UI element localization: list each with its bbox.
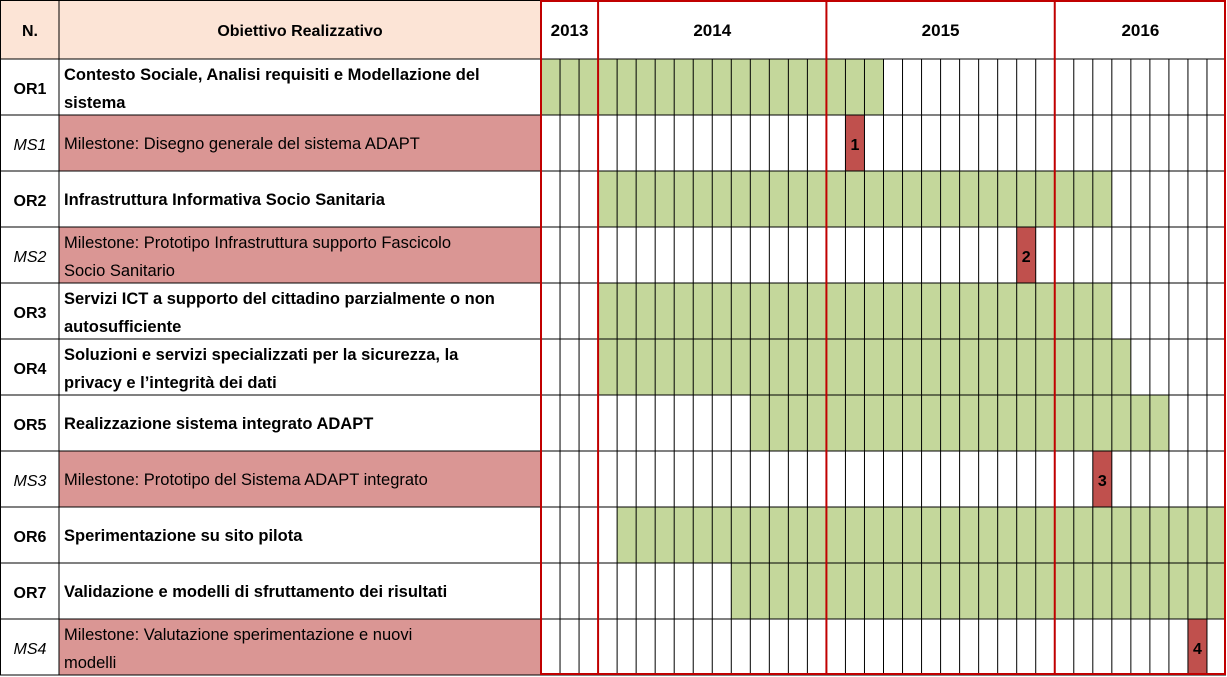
header-n-label: N. (22, 23, 38, 40)
row-title-or6: Sperimentazione su sito pilota (64, 527, 303, 545)
row-title-or2: Infrastruttura Informativa Socio Sanitar… (64, 191, 386, 209)
milestone-number-3: 3 (1098, 473, 1107, 490)
milestone-marker-2 (1016, 227, 1036, 283)
year-label-2016: 2016 (1121, 21, 1159, 40)
milestone-marker-1 (845, 115, 865, 171)
row-title-or1: Contesto Sociale, Analisi requisiti e Mo… (64, 66, 480, 84)
row-id-or5: OR5 (14, 417, 47, 434)
row-id-ms4: MS4 (14, 641, 47, 658)
header-background (0, 0, 541, 59)
row-title-or4: privacy e l’integrità dei dati (64, 374, 277, 392)
row-title-or3: Servizi ICT a supporto del cittadino par… (64, 290, 495, 308)
milestone-row-fill (59, 619, 541, 675)
row-title-or3: autosufficiente (64, 318, 181, 336)
row-id-ms3: MS3 (14, 473, 47, 490)
row-id-or2: OR2 (14, 193, 47, 210)
task-bar-or2 (598, 171, 1112, 227)
year-label-2015: 2015 (922, 21, 960, 40)
row-id-ms2: MS2 (14, 249, 47, 266)
row-id-or3: OR3 (14, 305, 47, 322)
row-title-ms2: Socio Sanitario (64, 262, 175, 280)
row-id-or7: OR7 (14, 585, 47, 602)
row-title-ms3: Milestone: Prototipo del Sistema ADAPT i… (64, 471, 428, 489)
labels: N. Obiettivo Realizzativo 2013 2014 2015 20… (14, 21, 1202, 672)
task-bar-or3 (598, 283, 1112, 339)
row-title-or4: Soluzioni e servizi specializzati per la… (64, 346, 459, 364)
year-borders (540, 0, 1226, 675)
row-title-ms4: Milestone: Valutazione sperimentazione e… (64, 626, 412, 644)
milestone-marker-3 (1092, 451, 1112, 507)
milestone-row-fill (59, 451, 541, 507)
milestone-number-4: 4 (1193, 641, 1202, 658)
row-id-or4: OR4 (14, 361, 47, 378)
milestone-row-fill (59, 115, 541, 171)
row-title-ms2: Milestone: Prototipo Infrastruttura supp… (64, 234, 451, 252)
row-id-ms1: MS1 (14, 137, 47, 154)
milestone-row-fill (59, 227, 541, 283)
row-title-or5: Realizzazione sistema integrato ADAPT (64, 415, 373, 433)
year-label-2013: 2013 (551, 21, 589, 40)
row-id-or1: OR1 (14, 81, 47, 98)
row-title-or7: Validazione e modelli di sfruttamento de… (64, 583, 447, 601)
milestone-marker-4 (1187, 619, 1207, 675)
header-objective-label: Obiettivo Realizzativo (217, 23, 383, 40)
row-title-ms1: Milestone: Disegno generale del sistema … (64, 135, 420, 153)
milestone-number-1: 1 (851, 137, 860, 154)
row-title-or1: sistema (64, 94, 126, 112)
milestone-number-2: 2 (1022, 249, 1031, 266)
row-id-or6: OR6 (14, 529, 47, 546)
row-title-ms4: modelli (64, 654, 116, 672)
year-label-2014: 2014 (693, 21, 731, 40)
